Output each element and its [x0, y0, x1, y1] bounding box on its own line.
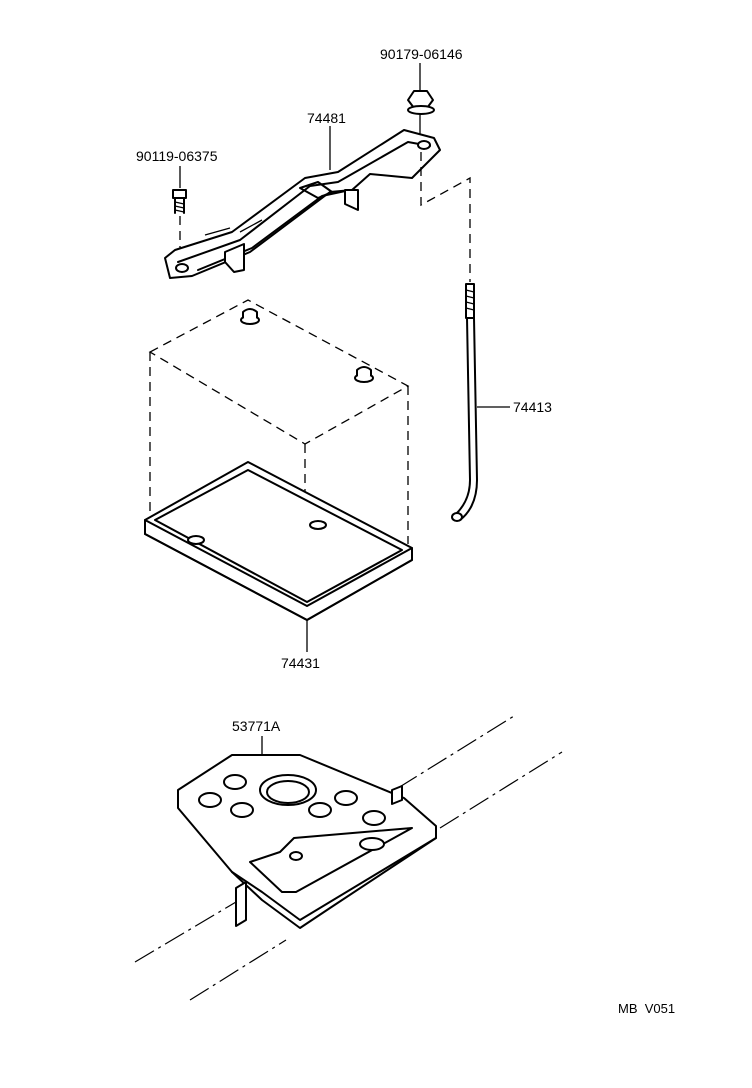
bolt [172, 166, 187, 262]
battery-clamp [164, 129, 441, 279]
label-clamp: 74481 [307, 110, 346, 126]
battery-tray [144, 461, 413, 652]
battery-carrier [134, 715, 563, 1001]
clamp-to-rod-line [420, 152, 471, 282]
label-carrier: 53771A [232, 718, 281, 734]
flange-nut [407, 63, 435, 136]
label-rod: 74413 [513, 399, 552, 415]
label-nut: 90179-06146 [380, 46, 463, 62]
hold-down-rod [451, 283, 478, 522]
label-bolt: 90119-06375 [136, 148, 218, 164]
label-tray: 74431 [281, 655, 320, 671]
footer-reference: MB V051 [618, 1001, 675, 1016]
